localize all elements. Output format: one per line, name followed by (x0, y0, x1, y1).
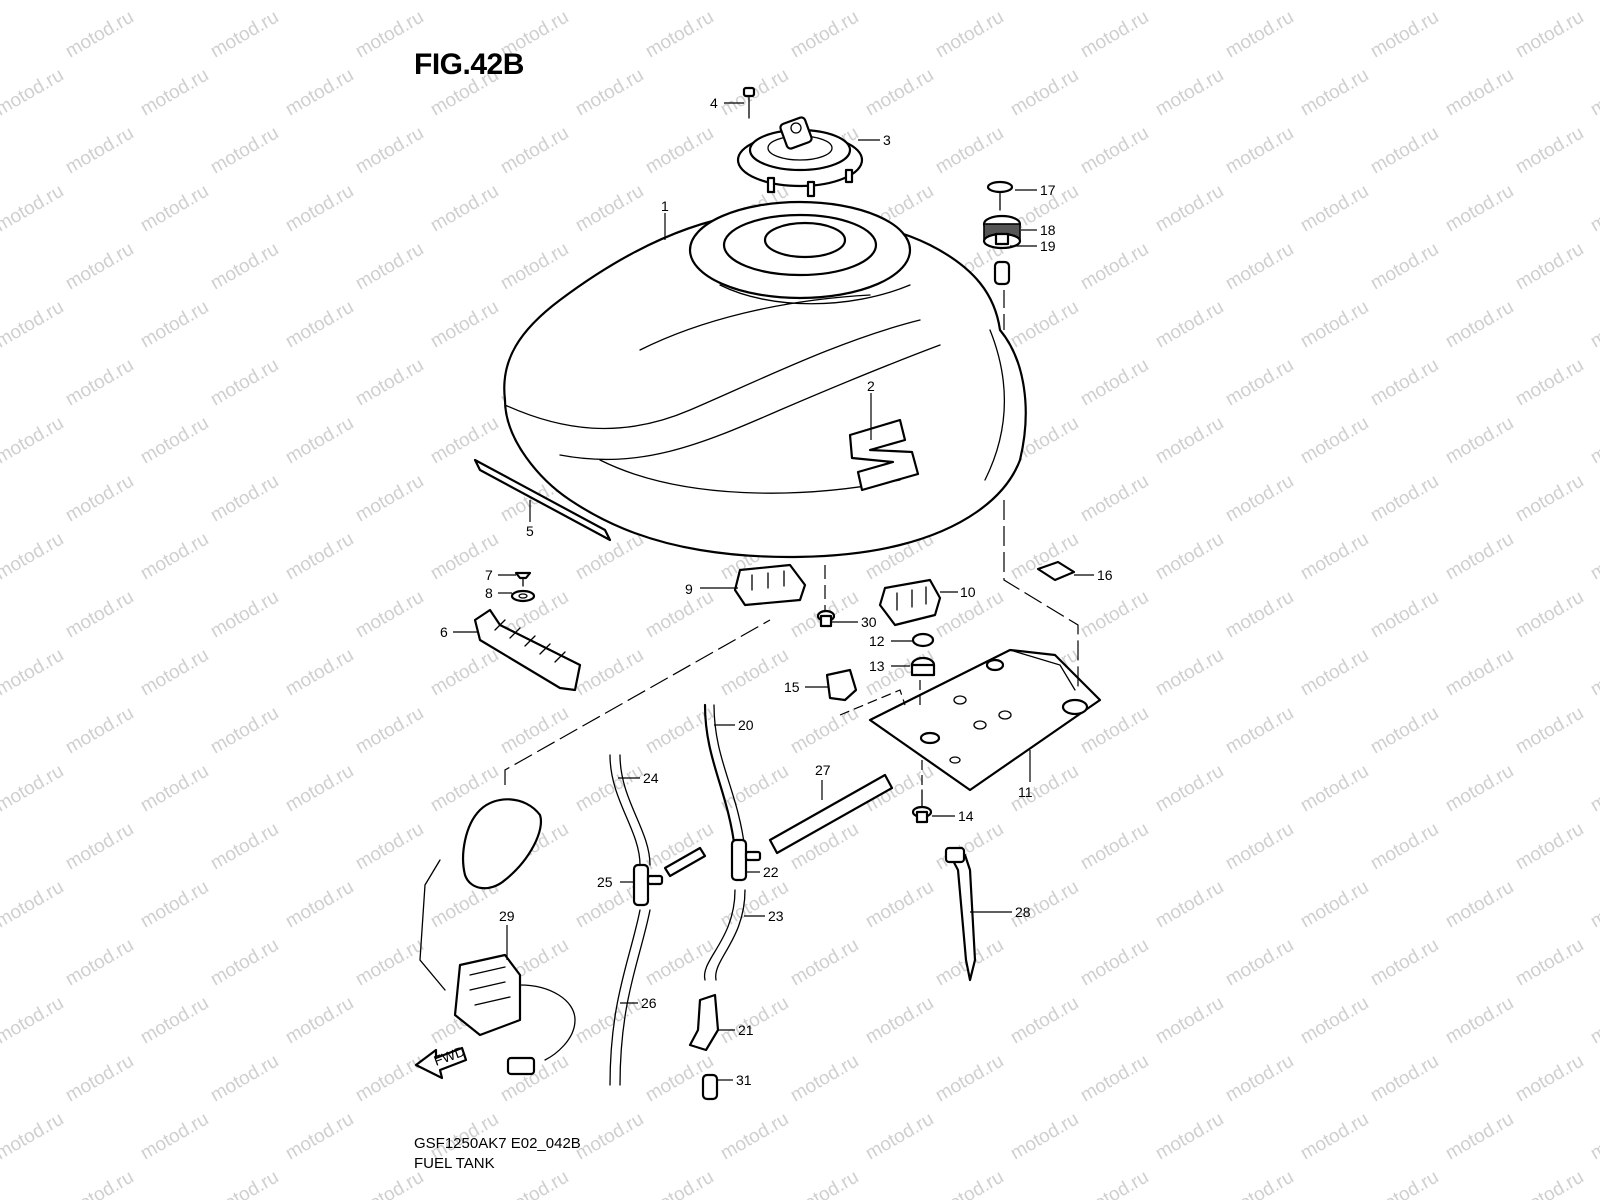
callout-5: 5 (526, 523, 534, 539)
callout-27: 27 (815, 762, 831, 778)
figure-name: FUEL TANK (414, 1155, 495, 1172)
fuel-cap-part (736, 116, 864, 198)
drain-hose-part (768, 773, 894, 855)
front-mount-part (982, 180, 1022, 286)
screw-washer-part (510, 571, 536, 603)
pad-part (1036, 560, 1076, 582)
callout-26: 26 (641, 995, 657, 1011)
callout-3: 3 (883, 132, 891, 148)
callout-7: 7 (485, 567, 493, 583)
cushion-rear-part (878, 578, 942, 627)
callout-29: 29 (499, 908, 515, 924)
cushion-front-part (733, 563, 807, 607)
emblem-part (848, 418, 920, 492)
cushion-strip-part (473, 458, 612, 542)
callout-9: 9 (685, 581, 693, 597)
fuel-pump-part (419, 798, 576, 1076)
plate-bolt-part (911, 789, 933, 824)
callout-4: 4 (710, 95, 718, 111)
hose-joints-part (632, 838, 762, 907)
callout-8: 8 (485, 585, 493, 601)
callout-17: 17 (1040, 182, 1056, 198)
model-code: GSF1250AK7 E02_042B (414, 1135, 581, 1152)
callout-6: 6 (440, 624, 448, 640)
rear-bracket-part (473, 608, 582, 692)
callout-23: 23 (768, 908, 784, 924)
wire-clamp-part (944, 846, 977, 982)
callout-14: 14 (958, 808, 974, 824)
callout-13: 13 (869, 658, 885, 674)
mounting-plate-part (868, 648, 1102, 792)
callout-31: 31 (736, 1072, 752, 1088)
callout-11: 11 (1018, 784, 1033, 800)
callout-20: 20 (738, 717, 754, 733)
callout-12: 12 (869, 633, 885, 649)
callout-21: 21 (738, 1022, 754, 1038)
fuel-tank-part (503, 200, 1027, 559)
cap-bolt-part (742, 86, 756, 119)
figure-title: FIG.42B (414, 48, 524, 81)
callout-10: 10 (960, 584, 976, 600)
callout-25: 25 (597, 874, 613, 890)
callout-22: 22 (763, 864, 779, 880)
leader-lines (453, 102, 1094, 1081)
callout-30: 30 (861, 614, 877, 630)
callout-18: 18 (1040, 222, 1056, 238)
hose-clip-part (688, 993, 720, 1101)
callout-1: 1 (661, 198, 669, 214)
callout-28: 28 (1015, 904, 1031, 920)
fwd-arrow-icon: FWD (414, 1043, 468, 1080)
callout-15: 15 (784, 679, 800, 695)
callout-2: 2 (867, 378, 875, 394)
grommet-part (910, 632, 936, 677)
fuel-hoses-part (609, 703, 746, 1086)
callout-19: 19 (1040, 238, 1056, 254)
rubber-cap-part (825, 668, 858, 702)
callout-16: 16 (1097, 567, 1113, 583)
cushion-bolt-part (816, 609, 836, 628)
callout-24: 24 (643, 770, 659, 786)
callout-numbers: 1 2 3 4 5 6 7 8 9 10 11 12 13 14 15 16 1… (440, 95, 1113, 1088)
